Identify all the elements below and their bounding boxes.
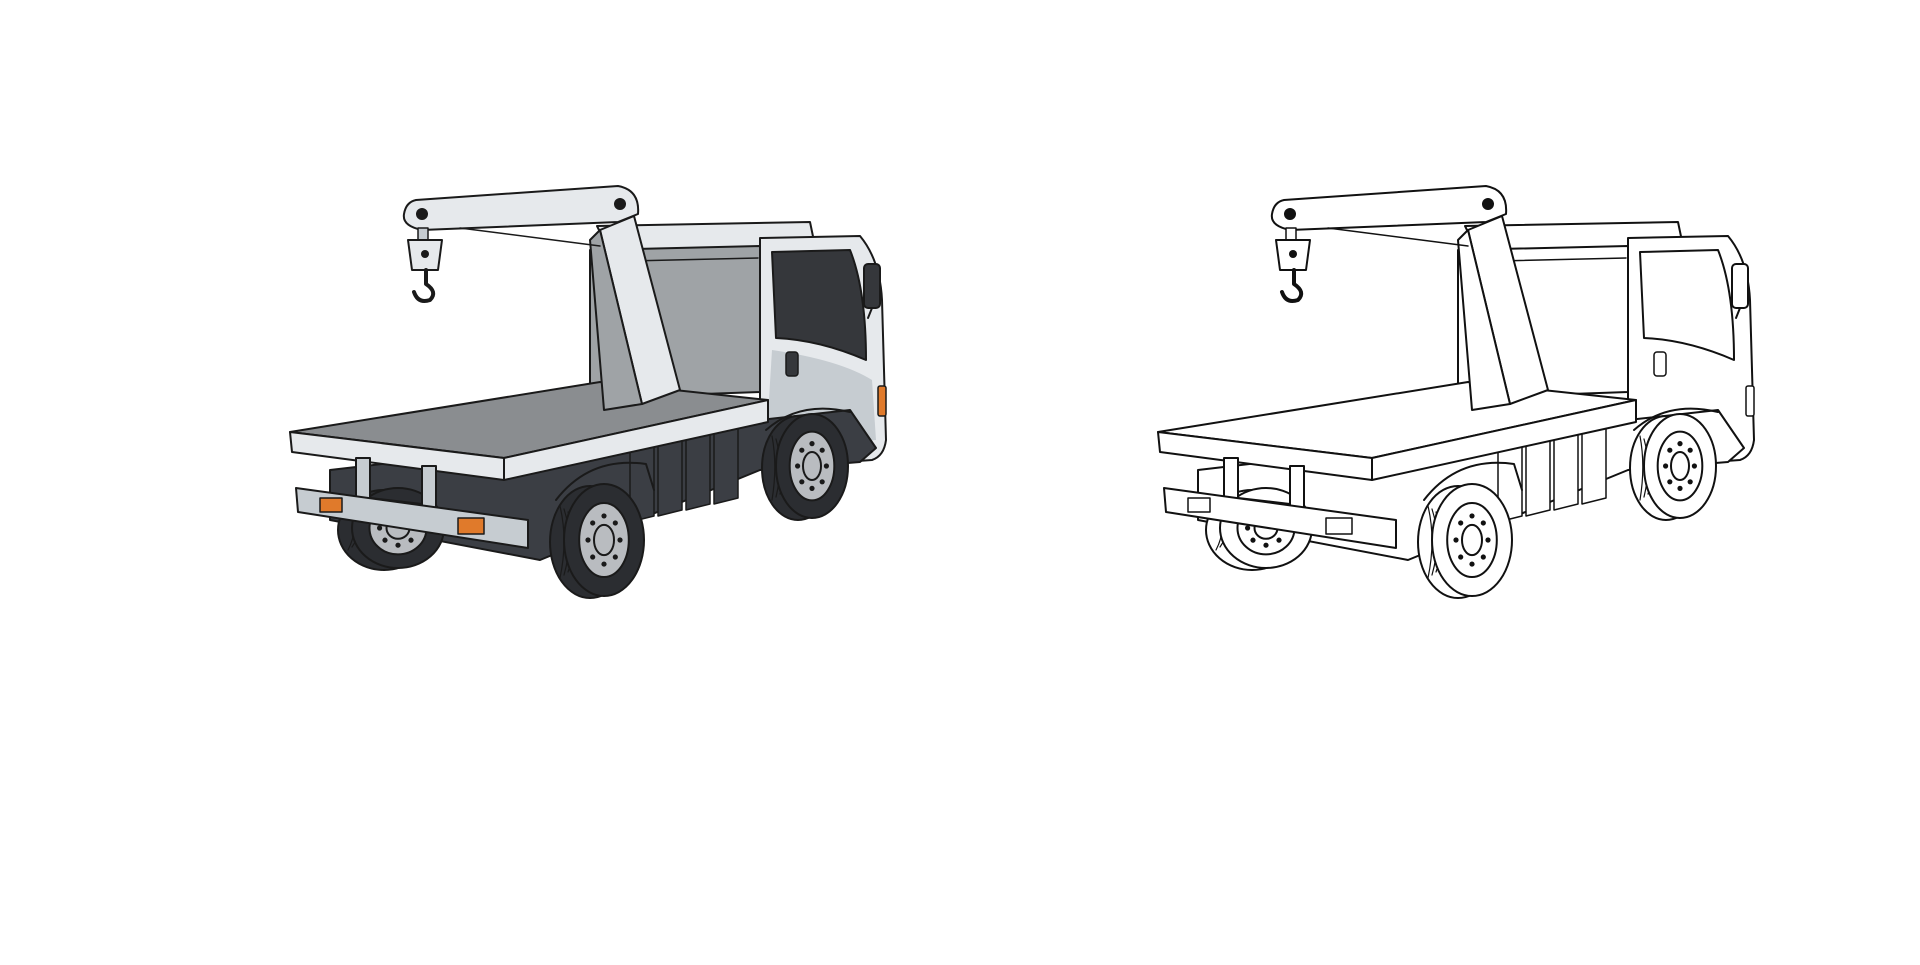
outline-truck-drawing	[1157, 185, 1755, 599]
left-tail-light	[319, 497, 343, 513]
crane-column-side	[1457, 229, 1511, 411]
fuel-tank-segment	[713, 427, 739, 505]
lug-nut	[1677, 441, 1683, 447]
crane-boom	[1270, 185, 1508, 231]
lug-nut	[809, 441, 815, 447]
rear-wheel	[549, 483, 645, 599]
lug-nut	[1480, 520, 1486, 526]
crane-column-side	[589, 229, 643, 411]
support-cable	[1327, 227, 1469, 247]
lug-nut	[823, 463, 830, 469]
lug-nut	[1263, 542, 1269, 548]
tread-line	[771, 435, 776, 501]
rear-fender	[1423, 461, 1523, 501]
lug-nut	[590, 554, 596, 560]
fuel-tank-segment	[657, 439, 683, 517]
lug-nut	[799, 447, 805, 453]
hub	[1670, 450, 1690, 482]
lug-nut	[585, 537, 591, 543]
hook-block-pin	[1289, 250, 1297, 258]
outline-tow-truck-illustration	[1028, 0, 1828, 960]
flatbed-side-edge	[1371, 399, 1637, 481]
boom-pivot-pin	[1284, 208, 1296, 220]
lug-nut	[799, 479, 805, 485]
lug-nut	[1276, 537, 1282, 543]
lug-nut	[1667, 479, 1673, 485]
truck-group	[1157, 185, 1755, 599]
flatbed-side-edge	[503, 399, 769, 481]
truck-group	[289, 185, 887, 599]
boom-pivot-pin	[416, 208, 428, 220]
rear-wheel	[1417, 483, 1513, 599]
mirror-arm	[867, 307, 873, 319]
front-fender	[1633, 407, 1719, 431]
lug-nut	[395, 542, 401, 548]
lug-nut	[408, 537, 414, 543]
crane-boom	[402, 185, 640, 231]
hook-block-pin	[421, 250, 429, 258]
right-tail-light	[457, 517, 485, 535]
lug-nut	[795, 463, 801, 469]
lug-nut	[617, 537, 623, 543]
lug-nut	[601, 561, 607, 567]
fuel-tank-segment	[1553, 433, 1579, 511]
lug-nut	[1453, 537, 1459, 543]
lug-nut	[809, 485, 815, 491]
column-pivot-pin	[614, 198, 626, 210]
right-tail-light	[1325, 517, 1353, 535]
lug-nut	[1691, 463, 1697, 469]
lug-nut	[1458, 520, 1464, 526]
mirror-arm	[1735, 307, 1741, 319]
door-handle	[785, 351, 799, 377]
front-wheel	[1629, 413, 1717, 521]
front-wheel	[761, 413, 849, 521]
side-marker-light	[1745, 385, 1755, 417]
lug-nut	[819, 447, 825, 453]
lug-nut	[1687, 479, 1693, 485]
front-fender	[765, 407, 851, 431]
cab-window	[771, 249, 867, 361]
lug-nut	[1687, 447, 1693, 453]
left-tail-light	[1187, 497, 1211, 513]
lug-nut	[1485, 537, 1491, 543]
rear-fender	[555, 461, 655, 501]
hub	[1461, 523, 1483, 557]
hub	[802, 450, 822, 482]
side-mirror	[1731, 263, 1749, 309]
lug-nut	[377, 525, 383, 531]
lug-nut	[1480, 554, 1486, 560]
side-marker-light	[877, 385, 887, 417]
hub	[593, 523, 615, 557]
lug-nut	[1677, 485, 1683, 491]
lug-nut	[590, 520, 596, 526]
cab-window	[1639, 249, 1735, 361]
column-pivot-pin	[1482, 198, 1494, 210]
lug-nut	[382, 537, 388, 543]
lug-nut	[1667, 447, 1673, 453]
lug-nut	[612, 554, 618, 560]
fuel-tank-segment	[1581, 427, 1607, 505]
lug-nut	[1250, 537, 1256, 543]
crane-hook	[412, 268, 436, 303]
tread-line	[1639, 435, 1644, 501]
lug-nut	[1245, 525, 1251, 531]
colored-tow-truck-illustration	[160, 0, 960, 960]
crane-hook	[1280, 268, 1304, 303]
lug-nut	[1458, 554, 1464, 560]
lug-nut	[1469, 561, 1475, 567]
door-handle	[1653, 351, 1667, 377]
fuel-tank-segment	[685, 433, 711, 511]
lug-nut	[1663, 463, 1669, 469]
fuel-tank-segment	[1525, 439, 1551, 517]
lug-nut	[601, 513, 607, 519]
lug-nut	[819, 479, 825, 485]
colored-truck-drawing	[289, 185, 887, 599]
support-cable	[459, 227, 601, 247]
lug-nut	[612, 520, 618, 526]
lug-nut	[1469, 513, 1475, 519]
side-mirror	[863, 263, 881, 309]
